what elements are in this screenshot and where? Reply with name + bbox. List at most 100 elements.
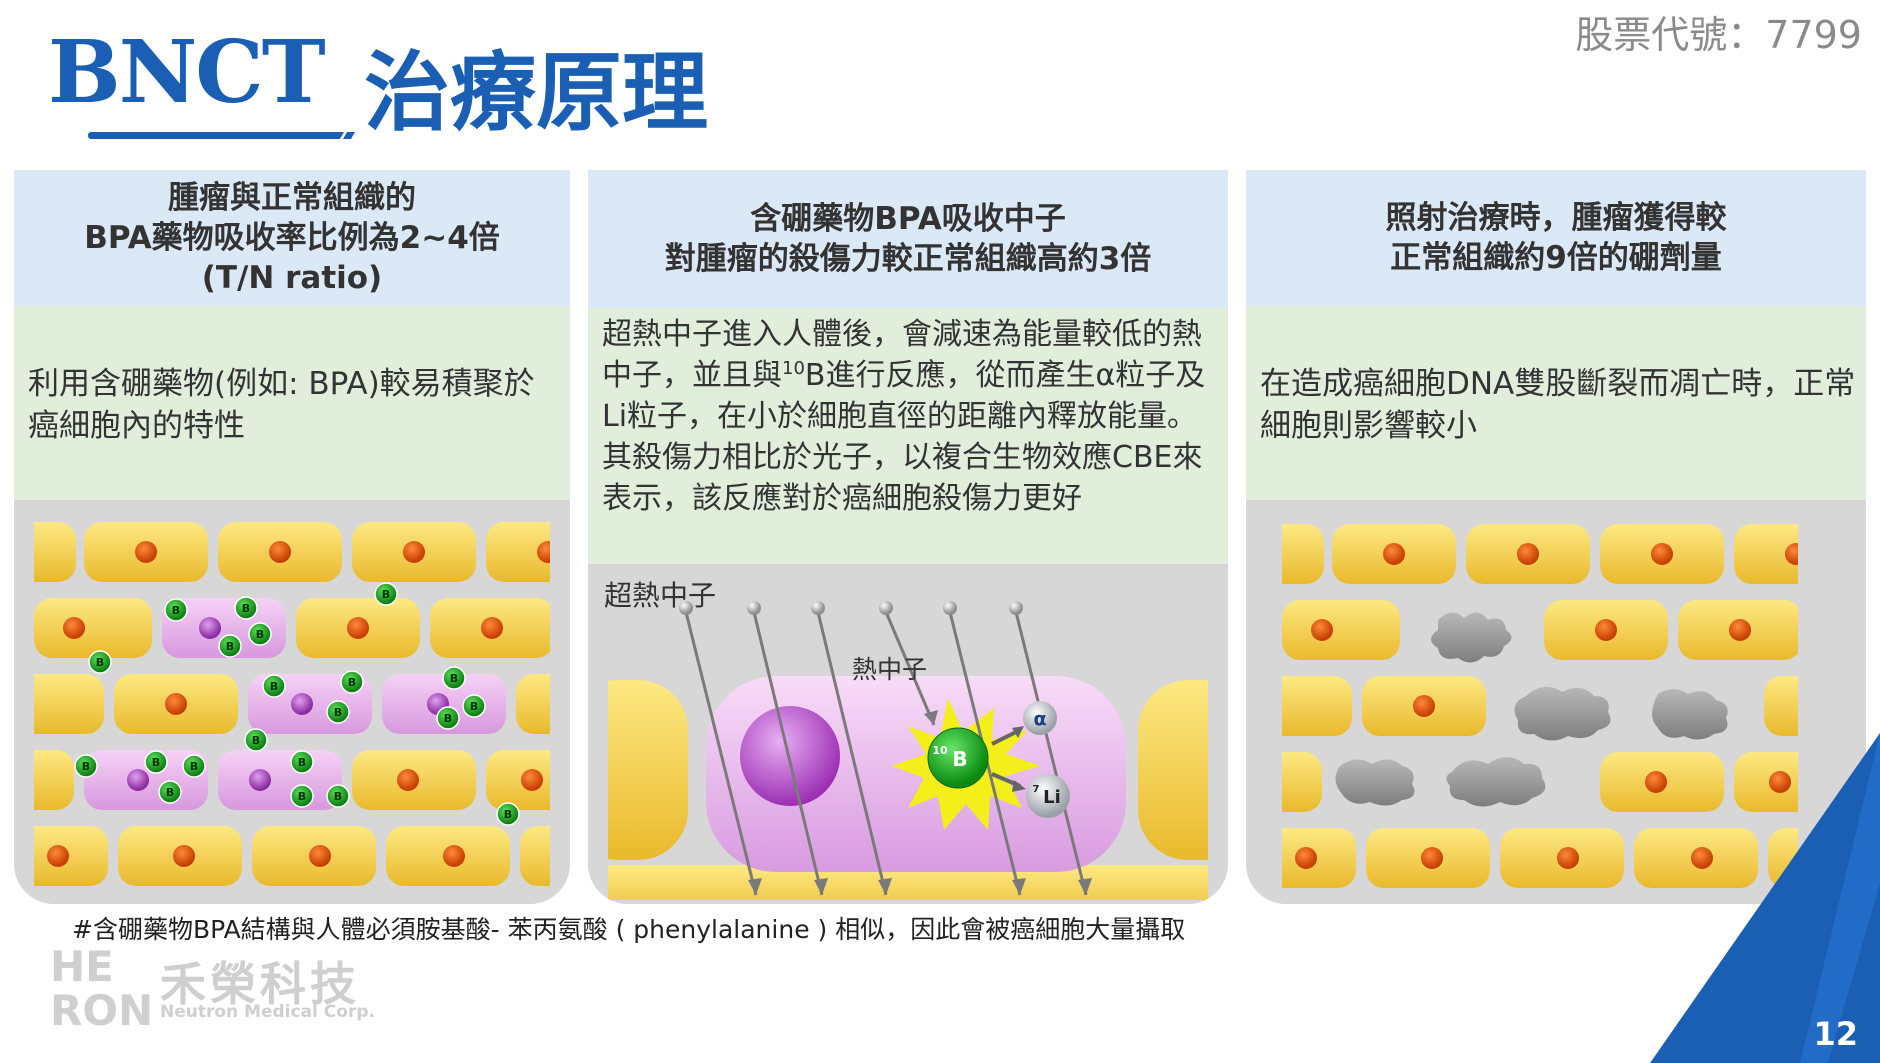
svg-text:B: B [334, 706, 342, 719]
boron-dot: B [290, 750, 314, 774]
post-treatment-tissue-illustration [1282, 524, 1798, 888]
footnote: #含硼藥物BPA結構與人體必須胺基酸- 苯丙氨酸 ( phenylalanine… [72, 915, 1186, 944]
svg-text:B: B [256, 628, 264, 641]
thermal-neutron-label: 熱中子 [852, 655, 928, 684]
normal-cell-right [1138, 680, 1208, 860]
panel-tn-ratio: 腫瘤與正常組織的 BPA藥物吸收率比例為2~4倍 (T/N ratio) 利用含… [14, 170, 570, 904]
tissue-row [1282, 600, 1798, 663]
normal-cell-left [608, 680, 688, 860]
neutron-arrowheads [748, 710, 1092, 895]
svg-text:B: B [152, 756, 160, 769]
boron-dot: B [88, 650, 112, 674]
tissue-row [1282, 524, 1798, 584]
boron-dot: B [234, 596, 258, 620]
svg-text:B: B [226, 640, 234, 653]
boron-dot: B [244, 728, 268, 752]
panel-2-body: 超熱中子進入人體後，會減速為能量較低的熱中子，並且與10B進行反應，從而產生α粒… [588, 308, 1228, 564]
tissue-row [1282, 828, 1798, 888]
boron-10-label: B [952, 747, 967, 771]
panel-3-heading-line: 照射治療時，腫瘤獲得較 [1385, 199, 1727, 236]
svg-text:B: B [444, 712, 452, 725]
boron-dot: B [182, 754, 206, 778]
company-name-en: Neutron Medical Corp. [160, 1002, 375, 1022]
svg-text:B: B [190, 760, 198, 773]
tissue-row [34, 522, 550, 582]
normal-vs-tumor-tissue-illustration: B B B B B B B B B B B B B B B B B B B B … [34, 522, 550, 886]
boron-dot: B [436, 706, 460, 730]
tissue-row [34, 826, 550, 886]
svg-text:B: B [298, 790, 306, 803]
boron-dot: B [144, 750, 168, 774]
panel-1-text: 利用含硼藥物(例如: BPA)較易積聚於癌細胞內的特性 [28, 366, 535, 444]
boron-dot: B [218, 634, 242, 658]
boron-dot: B [462, 694, 486, 718]
boron-dot: B [290, 784, 314, 808]
title-principle: 治療原理 [364, 43, 708, 143]
corner-decoration [1650, 733, 1880, 1063]
company-name-zh: 禾榮科技 [160, 957, 360, 1011]
panel-2-heading-line: 含硼藥物BPA吸收中子 [750, 200, 1066, 237]
boron-dot: B [326, 784, 350, 808]
panel-1-heading-line: BPA藥物吸收率比例為2~4倍 [84, 219, 500, 256]
boron-10-mass: 10 [932, 744, 948, 757]
panel-3-heading: 照射治療時，腫瘤獲得較 正常組織約9倍的硼劑量 [1246, 170, 1866, 306]
title-underline-dash [342, 132, 356, 139]
title-underline [88, 132, 338, 139]
dead-tumor-cell [1431, 612, 1512, 663]
svg-text:B: B [82, 760, 90, 773]
dead-tumor-cell [1446, 757, 1546, 807]
svg-text:B: B [470, 700, 478, 713]
title-bnct: BNCT [48, 22, 326, 123]
dead-tumor-cell [1335, 759, 1415, 806]
boron-dot: B [158, 780, 182, 804]
boron-dot: B [496, 802, 520, 826]
alpha-particle [1023, 701, 1057, 735]
svg-text:B: B [298, 756, 306, 769]
boron-dot: B [262, 674, 286, 698]
svg-text:B: B [450, 672, 458, 685]
panel-3-text: 在造成癌細胞DNA雙股斷裂而凋亡時，正常細胞則影響較小 [1260, 366, 1856, 444]
panel-2-text-part: B進行反應，從而產生α粒子及Li粒子，在小於細胞直徑的距離內釋放能量。其殺傷力相… [602, 358, 1206, 517]
svg-text:B: B [382, 588, 390, 601]
lithium-mass: 7 [1033, 784, 1040, 795]
alpha-label: α [1033, 708, 1046, 730]
lithium-label: Li [1043, 787, 1061, 808]
svg-text:B: B [504, 808, 512, 821]
epithermal-neutron-label: 超熱中子 [604, 579, 717, 612]
boron-dot: B [164, 598, 188, 622]
svg-text:B: B [242, 602, 250, 615]
tissue-row [34, 674, 550, 734]
boron-particles: B B B B B B B B B B B B B B B B B B B B … [74, 582, 520, 826]
panel-1-body: 利用含硼藥物(例如: BPA)較易積聚於癌細胞內的特性 [14, 306, 570, 500]
panel-boron-dose: 照射治療時，腫瘤獲得較 正常組織約9倍的硼劑量 在造成癌細胞DNA雙股斷裂而凋亡… [1246, 170, 1866, 904]
svg-text:B: B [348, 676, 356, 689]
boron-dot: B [74, 754, 98, 778]
boron-dot: B [374, 582, 398, 606]
neutron-paths [684, 611, 1088, 896]
dead-tumor-cell [1514, 686, 1611, 741]
svg-text:B: B [252, 734, 260, 747]
lithium-particle [1026, 774, 1070, 818]
dead-tumor-cell [1652, 689, 1728, 740]
panel-3-body: 在造成癌細胞DNA雙股斷裂而凋亡時，正常細胞則影響較小 [1246, 306, 1866, 500]
panel-3-heading-line: 正常組織約9倍的硼劑量 [1390, 240, 1722, 276]
normal-cell-bottom [608, 865, 1208, 900]
svg-text:B: B [270, 680, 278, 693]
page-number: 12 [1813, 1015, 1858, 1053]
tissue-row [1282, 676, 1798, 741]
svg-text:B: B [96, 656, 104, 669]
svg-text:B: B [334, 790, 342, 803]
panel-1-heading: 腫瘤與正常組織的 BPA藥物吸收率比例為2~4倍 (T/N ratio) [14, 170, 570, 306]
boron-dot: B [442, 666, 466, 690]
panel-neutron-capture: 含硼藥物BPA吸收中子 對腫瘤的殺傷力較正常組織高約3倍 超熱中子進入人體後，會… [588, 170, 1228, 904]
panel-2-heading: 含硼藥物BPA吸收中子 對腫瘤的殺傷力較正常組織高約3倍 [588, 170, 1228, 308]
neutron-capture-reaction-illustration: B 10 α Li 7 [608, 601, 1208, 900]
logo-mark-line: HE [50, 942, 114, 991]
boron-dot: B [340, 670, 364, 694]
panel-2-heading-line: 對腫瘤的殺傷力較正常組織高約3倍 [664, 241, 1152, 277]
svg-text:B: B [172, 604, 180, 617]
boron-isotope-mass: 10 [782, 358, 805, 380]
logo-mark-line: RON [50, 986, 154, 1035]
boron-10-nucleus [927, 727, 989, 789]
svg-text:B: B [166, 786, 174, 799]
